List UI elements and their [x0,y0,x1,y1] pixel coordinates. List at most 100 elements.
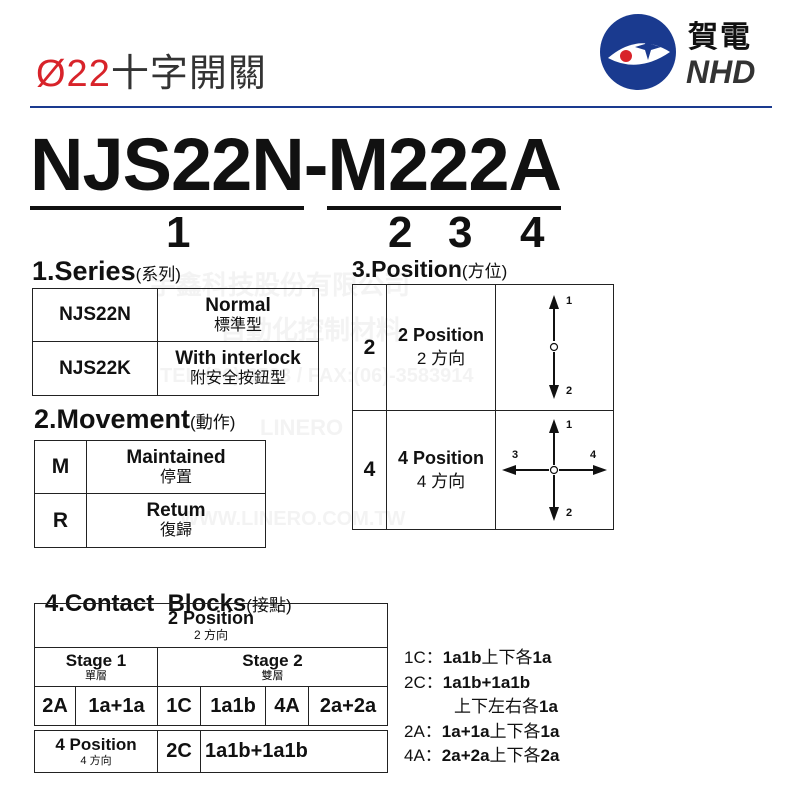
model-series-part: NJS22N [30,123,305,210]
movement-desc-cell: Retum 復歸 [86,493,266,548]
position-diagram-cell: 1 2 [495,284,614,411]
legend-key: 1C： [404,648,443,667]
position-code-cell: 4 [352,410,387,530]
position-desc-cn: 2 方向 [416,349,466,369]
logo-emblem-icon [600,14,676,90]
position-heading: 3.Position(方位) [352,256,507,283]
legend-value-tail: 1a [532,648,552,667]
contact-code-cell: 4A [265,686,309,726]
diagram-label-up: 1 [566,419,573,431]
contact-four-position-en: 4 Position [55,735,137,755]
movement-heading-en: 2.Movement [34,404,191,434]
contact-four-position-cn: 4 方向 [80,754,112,767]
legend-value: 2a+2a [441,746,490,765]
diagram-label-up: 1 [566,295,573,307]
watermark-tagline: 自動化控制材料 [220,315,403,345]
legend-desc: 上下各 [489,746,541,765]
page-title: Ø22十字開關 [36,42,267,97]
legend-value: 1a+1a [441,721,490,741]
position-desc-en: 4 Position [397,447,484,468]
contact-code-cell: 2A [34,686,76,726]
two-position-diagram-icon [549,295,559,399]
position-heading-cn: (方位) [461,262,508,281]
contact-four-position-header: 4 Position 4 方向 [34,730,158,773]
position-desc-cell: 4 Position 4 方向 [386,410,496,530]
contact-value-cell: 1a1b+1a1b [200,730,388,773]
position-desc-en: 2 Position [397,325,484,346]
legend-key: 2A： [404,721,442,741]
watermark-url: WWW.LINERO.COM.TW [180,508,406,530]
contact-stage1-cn: 單層 [85,670,107,683]
brand-english-name: NHD [686,54,756,90]
movement-code-cell: M [34,440,87,494]
series-heading-cn: (系列) [135,265,181,284]
position-code-cell: 2 [352,284,387,411]
legend-row: 2C：1a1b+1a1b [404,671,664,696]
movement-code-cell: R [34,493,87,548]
model-contact-part: 2A [468,123,562,210]
contact-code-cell: 1C [157,686,201,726]
legend-key: 4A： [404,746,442,765]
movement-desc-en: Retum [146,500,206,522]
legend-row: 4A：2a+2a上下各2a [404,744,664,769]
legend-row: 上下左右各1a [404,695,664,720]
diagram-label-right: 4 [590,449,597,461]
legend-row: 2A：1a+1a上下各1a [404,720,664,745]
movement-desc-cn: 停置 [159,468,192,486]
header-divider [30,106,772,108]
watermark-phone: TEL:(06)-3583 / FAX:(06)-3583914 [160,365,474,387]
watermark-company: 宇鑫科技股份有限公司 [150,270,411,300]
legend-desc: 上下左右各 [454,697,539,716]
legend-value: 1a1b [442,648,482,667]
model-code: NJS22N-M222A [30,123,562,210]
movement-desc-cell: Maintained 停置 [86,440,266,494]
contact-value-cell: 1a+1a [75,686,158,726]
series-code-cell: NJS22N [32,288,158,342]
model-index-1: 1 [166,208,191,257]
legend-desc: 上下各 [481,648,533,667]
brand-logo: 賀電 NHD [598,12,768,92]
contact-two-position-en: 2 Position [167,608,254,628]
diagram-label-left: 3 [512,449,519,461]
movement-desc-cn: 復歸 [159,522,192,540]
legend-value-tail: 1a [540,721,560,741]
series-heading: 1.Series(系列) [32,256,181,287]
model-index-2: 2 [388,208,413,257]
series-heading-en: 1.Series [32,256,136,286]
contact-stage2-en: Stage 2 [242,650,303,670]
movement-heading-cn: (動作) [190,413,236,432]
model-dash: - [303,123,329,206]
contact-stage2-cn: 雙層 [261,670,284,683]
model-index-3: 3 [448,208,473,257]
model-movement-part: M [327,123,389,210]
contact-stage1-header: Stage 1 單層 [34,647,158,687]
contact-value-cell: 1a1b [200,686,266,726]
model-position-part: 22 [388,123,469,210]
model-index-4: 4 [520,208,545,257]
series-desc-en: With interlock [175,348,301,370]
diagram-label-down: 2 [566,507,573,519]
legend-value-tail: 2a [540,746,560,765]
legend-value: 1a1b+1a1b [442,672,531,692]
position-diagram-cell: 1 2 3 4 [495,410,614,530]
contact-value-cell: 2a+2a [308,686,388,726]
position-desc-cn: 4 方向 [416,471,466,491]
contact-stage1-en: Stage 1 [65,650,127,670]
contact-legend: 1C：1a1b上下各1a 2C：1a1b+1a1b 上下左右各1a 2A：1a+… [404,646,664,769]
series-desc-en: Normal [205,294,271,316]
series-desc-cell: Normal 標準型 [157,288,319,342]
legend-row: 1C：1a1b上下各1a [404,646,664,671]
watermark-brand: LINERO [260,415,344,440]
position-desc-cell: 2 Position 2 方向 [386,284,496,411]
movement-desc-en: Maintained [126,446,226,468]
series-desc-cell: With interlock 附安全按鈕型 [157,341,319,396]
legend-desc: 上下各 [489,721,541,741]
legend-value-tail: 1a [539,697,558,716]
series-desc-cn: 附安全按鈕型 [189,370,286,388]
position-heading-en: 3.Position [352,256,462,282]
contact-code-cell: 2C [157,730,201,773]
title-text: 十字開關 [110,53,267,95]
four-position-diagram-icon [502,419,607,521]
title-size: Ø22 [36,53,111,95]
series-code-cell: NJS22K [32,341,158,396]
